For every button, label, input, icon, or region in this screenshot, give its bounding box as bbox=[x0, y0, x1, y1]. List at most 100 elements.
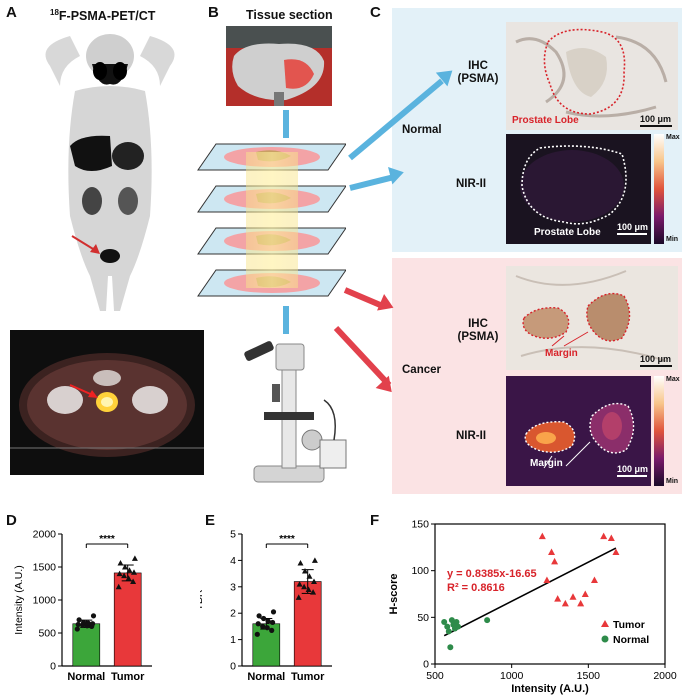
panel-c-letter: C bbox=[370, 4, 381, 21]
tumor-point bbox=[554, 595, 562, 602]
normal-point bbox=[444, 623, 451, 630]
colorbar-max: Max bbox=[666, 376, 680, 383]
margin-white-label: Margin bbox=[530, 458, 563, 469]
bar-normal bbox=[252, 623, 281, 667]
normal-ihc-label: IHC(PSMA) bbox=[450, 60, 506, 86]
y-axis-label: TBR bbox=[200, 589, 205, 610]
microscope-illustration bbox=[224, 340, 348, 490]
y-tick-label: 50 bbox=[417, 612, 429, 624]
y-axis-label: H-score bbox=[388, 574, 400, 615]
cancer-ihc-label: IHC(PSMA) bbox=[450, 318, 506, 344]
ihc-line1: IHC bbox=[468, 60, 488, 72]
scale-bar bbox=[640, 365, 672, 367]
x-tick-label: Tumor bbox=[111, 671, 145, 683]
normal-label: Normal bbox=[402, 124, 442, 136]
pet-ct-axial-image bbox=[10, 330, 204, 475]
tumor-point bbox=[600, 532, 608, 540]
cancer-nir-label: NIR-II bbox=[456, 430, 487, 442]
normal-point bbox=[448, 617, 455, 624]
section-stack bbox=[196, 142, 346, 304]
y-tick-label: 100 bbox=[411, 565, 429, 577]
connector-arrow-2 bbox=[283, 306, 289, 334]
connector-arrow bbox=[283, 110, 289, 138]
isotope-superscript: 18 bbox=[50, 8, 59, 17]
significance-stars: **** bbox=[279, 534, 295, 545]
normal-nir-image bbox=[506, 134, 651, 244]
colorbar-min: Min bbox=[666, 478, 679, 485]
margin-red-label: Margin bbox=[545, 348, 578, 359]
ihc-line2: (PSMA) bbox=[457, 331, 499, 343]
normal-point bbox=[447, 644, 454, 651]
normal-point bbox=[455, 623, 461, 630]
panel-a-letter: A bbox=[6, 4, 17, 21]
colorbar-normal bbox=[654, 134, 664, 244]
tumor-point bbox=[612, 548, 620, 555]
data-point bbox=[85, 620, 91, 626]
data-point bbox=[125, 575, 132, 581]
normal-nir-label: NIR-II bbox=[456, 178, 487, 190]
scale-text: 100 μm bbox=[640, 354, 672, 364]
data-point bbox=[131, 569, 137, 575]
cancer-label: Cancer bbox=[402, 364, 441, 376]
tumor-point bbox=[543, 576, 551, 583]
ihc-line1: IHC bbox=[468, 318, 488, 330]
tumor-point bbox=[538, 532, 546, 540]
data-point bbox=[295, 594, 302, 600]
legend-label: Tumor bbox=[613, 619, 645, 631]
y-tick-label: 4 bbox=[230, 555, 236, 567]
x-axis-label: Intensity (A.U.) bbox=[511, 683, 589, 695]
data-point bbox=[270, 609, 277, 615]
y-tick-label: 150 bbox=[411, 519, 429, 531]
data-point bbox=[255, 621, 261, 627]
tumor-point bbox=[551, 557, 559, 565]
x-tick-label: 2000 bbox=[653, 670, 677, 682]
r-squared: R² = 0.8616 bbox=[447, 582, 505, 594]
legend-label: Normal bbox=[613, 634, 649, 646]
data-point bbox=[75, 621, 81, 628]
y-tick-label: 0 bbox=[230, 661, 236, 673]
x-tick-label: Normal bbox=[67, 671, 105, 683]
data-point bbox=[131, 555, 138, 561]
y-tick-label: 0 bbox=[423, 659, 429, 671]
significance-stars: **** bbox=[99, 534, 115, 545]
tumor-point bbox=[607, 534, 615, 541]
data-point bbox=[305, 586, 312, 592]
tissue-section-title: Tissue section bbox=[246, 8, 333, 22]
y-axis-label: Intensity (A.U.) bbox=[13, 565, 25, 634]
data-point bbox=[121, 572, 128, 579]
y-tick-label: 1000 bbox=[33, 595, 57, 607]
x-tick-label: 1000 bbox=[500, 670, 524, 682]
data-point bbox=[122, 564, 128, 570]
scale-bar bbox=[617, 233, 647, 235]
normal-ihc-image bbox=[506, 22, 678, 130]
data-point bbox=[261, 615, 267, 622]
scale-text: 100 μm bbox=[640, 114, 672, 124]
cancer-nir-image bbox=[506, 376, 651, 486]
colorbar-max: Max bbox=[666, 134, 680, 141]
y-tick-label: 5 bbox=[230, 529, 236, 541]
x-tick-label: Tumor bbox=[291, 671, 325, 683]
y-tick-label: 500 bbox=[38, 628, 56, 640]
normal-point bbox=[484, 617, 491, 624]
tumor-point bbox=[561, 599, 569, 607]
data-point bbox=[265, 618, 271, 624]
data-point bbox=[130, 578, 137, 585]
scale-text: 100 μm bbox=[617, 464, 649, 474]
x-tick-label: 500 bbox=[426, 670, 444, 682]
normal-point bbox=[445, 628, 452, 635]
data-point bbox=[126, 567, 133, 573]
scale-bar bbox=[640, 125, 672, 127]
data-point bbox=[74, 626, 80, 632]
normal-point bbox=[441, 619, 448, 625]
data-point bbox=[302, 567, 308, 574]
panel-a-title-text: F-PSMA-PET/CT bbox=[58, 9, 156, 24]
data-point bbox=[81, 619, 87, 626]
data-point bbox=[256, 613, 262, 619]
x-tick-label: 1500 bbox=[577, 670, 601, 682]
panel-a-title: 18F-PSMA-PET/CT bbox=[50, 8, 155, 23]
data-point bbox=[297, 560, 304, 566]
y-tick-label: 2000 bbox=[33, 529, 57, 541]
plot-frame bbox=[434, 523, 666, 665]
y-tick-label: 1 bbox=[230, 634, 236, 646]
